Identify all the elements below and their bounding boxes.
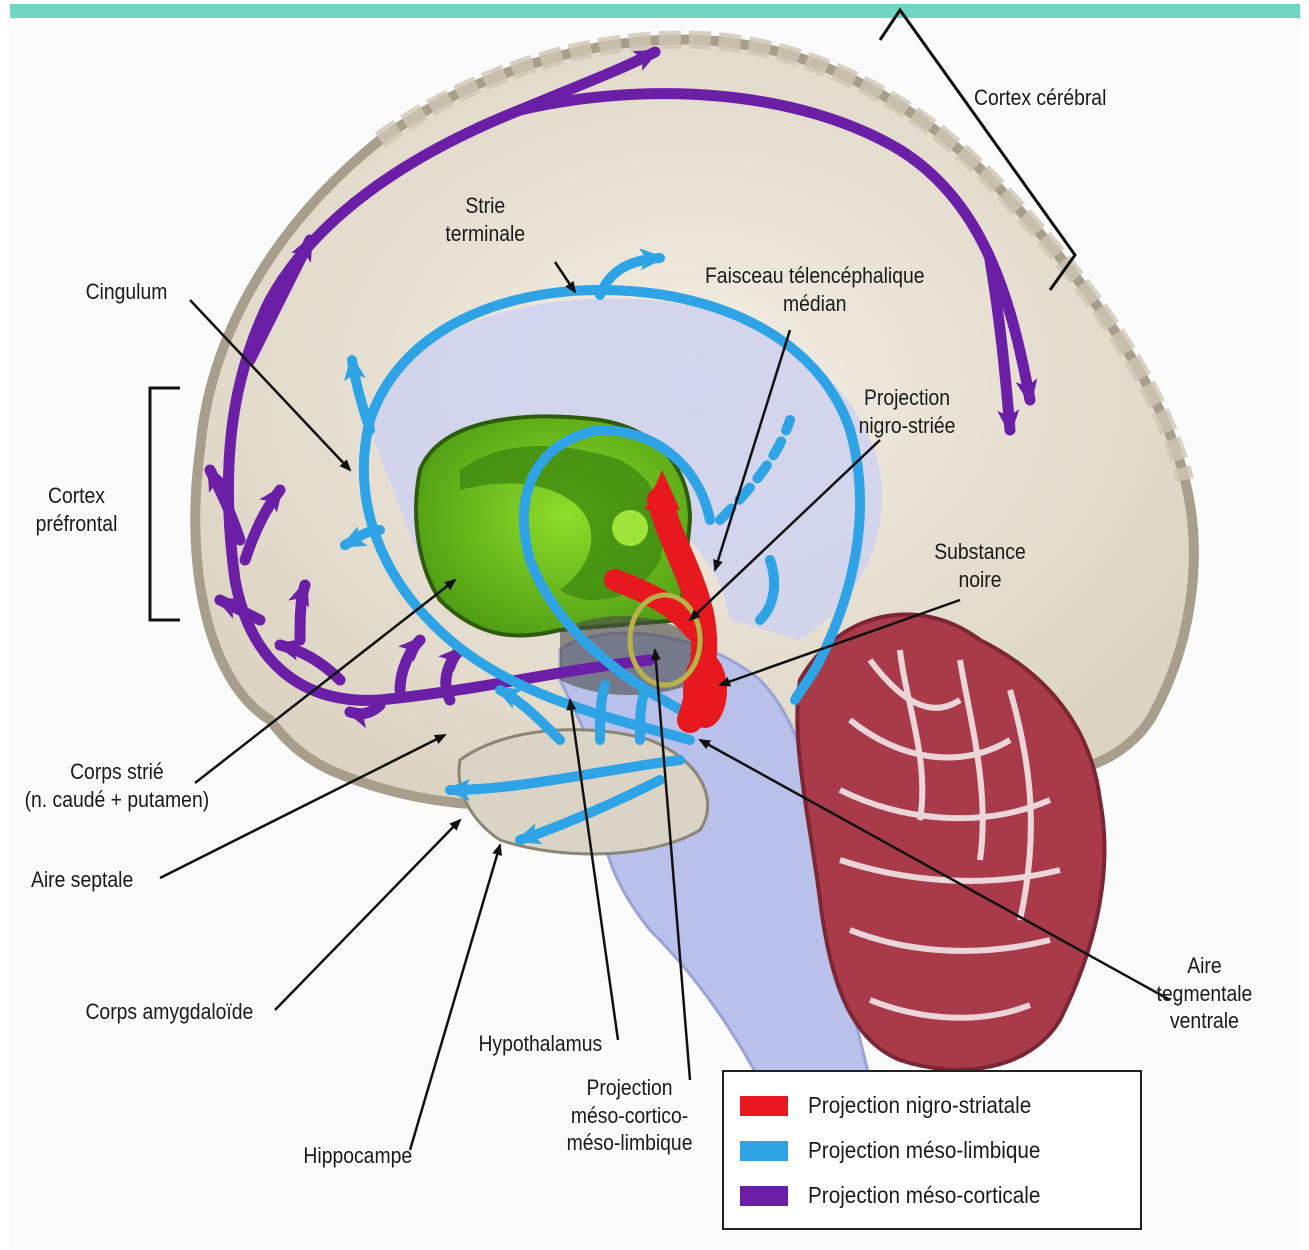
legend-swatch-purple bbox=[740, 1186, 788, 1206]
label-aire-tegmentale-line1: Aire bbox=[1157, 952, 1253, 980]
label-substance-noire-line2: noire bbox=[934, 566, 1025, 594]
label-corps-amygdaloide: Corps amygdaloïde bbox=[85, 998, 253, 1026]
label-aire-tegmentale-line3: ventrale bbox=[1157, 1007, 1253, 1035]
substantia-nigra-blob bbox=[683, 652, 727, 728]
legend-item-nigro-striatale: Projection nigro-striatale bbox=[740, 1092, 1056, 1119]
label-aire-tegmentale: Aire tegmentale ventrale bbox=[1157, 952, 1253, 1035]
label-cortex-prefrontal-line2: préfrontal bbox=[36, 510, 118, 538]
label-faisceau: Faisceau télencéphalique médian bbox=[705, 262, 925, 317]
label-strie-terminale: Strie terminale bbox=[445, 192, 525, 247]
label-projection-nigro-striee: Projection nigro-striée bbox=[859, 384, 956, 439]
label-cortex-prefrontal-line1: Cortex bbox=[36, 482, 118, 510]
label-cortex-cerebral: Cortex cérébral bbox=[974, 84, 1106, 112]
label-nigro-striee-line2: nigro-striée bbox=[859, 412, 956, 440]
label-substance-noire-line1: Substance bbox=[934, 538, 1025, 566]
label-projection-meso-line1: Projection bbox=[567, 1074, 693, 1102]
label-strie-terminale-line2: terminale bbox=[445, 220, 525, 248]
legend-item-meso-corticale: Projection méso-corticale bbox=[740, 1182, 1066, 1209]
label-hippocampe: Hippocampe bbox=[303, 1142, 412, 1170]
legend-label-meso-limbique: Projection méso-limbique bbox=[808, 1137, 1040, 1164]
legend-label-meso-corticale: Projection méso-corticale bbox=[808, 1182, 1040, 1209]
legend: Projection nigro-striatale Projection mé… bbox=[722, 1070, 1142, 1230]
label-corps-strie: Corps strié (n. caudé + putamen) bbox=[25, 758, 210, 813]
label-cortex-prefrontal: Cortex préfrontal bbox=[36, 482, 118, 537]
label-cingulum: Cingulum bbox=[86, 278, 168, 306]
label-nigro-striee-line1: Projection bbox=[859, 384, 956, 412]
label-aire-septale: Aire septale bbox=[31, 866, 133, 894]
label-faisceau-line2: médian bbox=[705, 290, 925, 318]
top-bar bbox=[10, 4, 1300, 18]
legend-swatch-blue bbox=[740, 1141, 788, 1161]
legend-item-meso-limbique: Projection méso-limbique bbox=[740, 1137, 1066, 1164]
label-projection-meso-line3: méso-limbique bbox=[567, 1129, 693, 1157]
label-strie-terminale-line1: Strie bbox=[445, 192, 525, 220]
label-faisceau-line1: Faisceau télencéphalique bbox=[705, 262, 925, 290]
label-corps-strie-line2: (n. caudé + putamen) bbox=[25, 786, 210, 814]
label-aire-tegmentale-line2: tegmentale bbox=[1157, 980, 1253, 1008]
striatum-nucleus bbox=[612, 510, 648, 546]
legend-label-nigro-striatale: Projection nigro-striatale bbox=[808, 1092, 1031, 1119]
label-hypothalamus: Hypothalamus bbox=[478, 1030, 602, 1058]
label-substance-noire: Substance noire bbox=[934, 538, 1025, 593]
label-projection-meso-line2: méso-cortico- bbox=[567, 1102, 693, 1130]
label-projection-meso: Projection méso-cortico- méso-limbique bbox=[567, 1074, 693, 1157]
label-corps-strie-line1: Corps strié bbox=[25, 758, 210, 786]
legend-swatch-red bbox=[740, 1096, 788, 1116]
